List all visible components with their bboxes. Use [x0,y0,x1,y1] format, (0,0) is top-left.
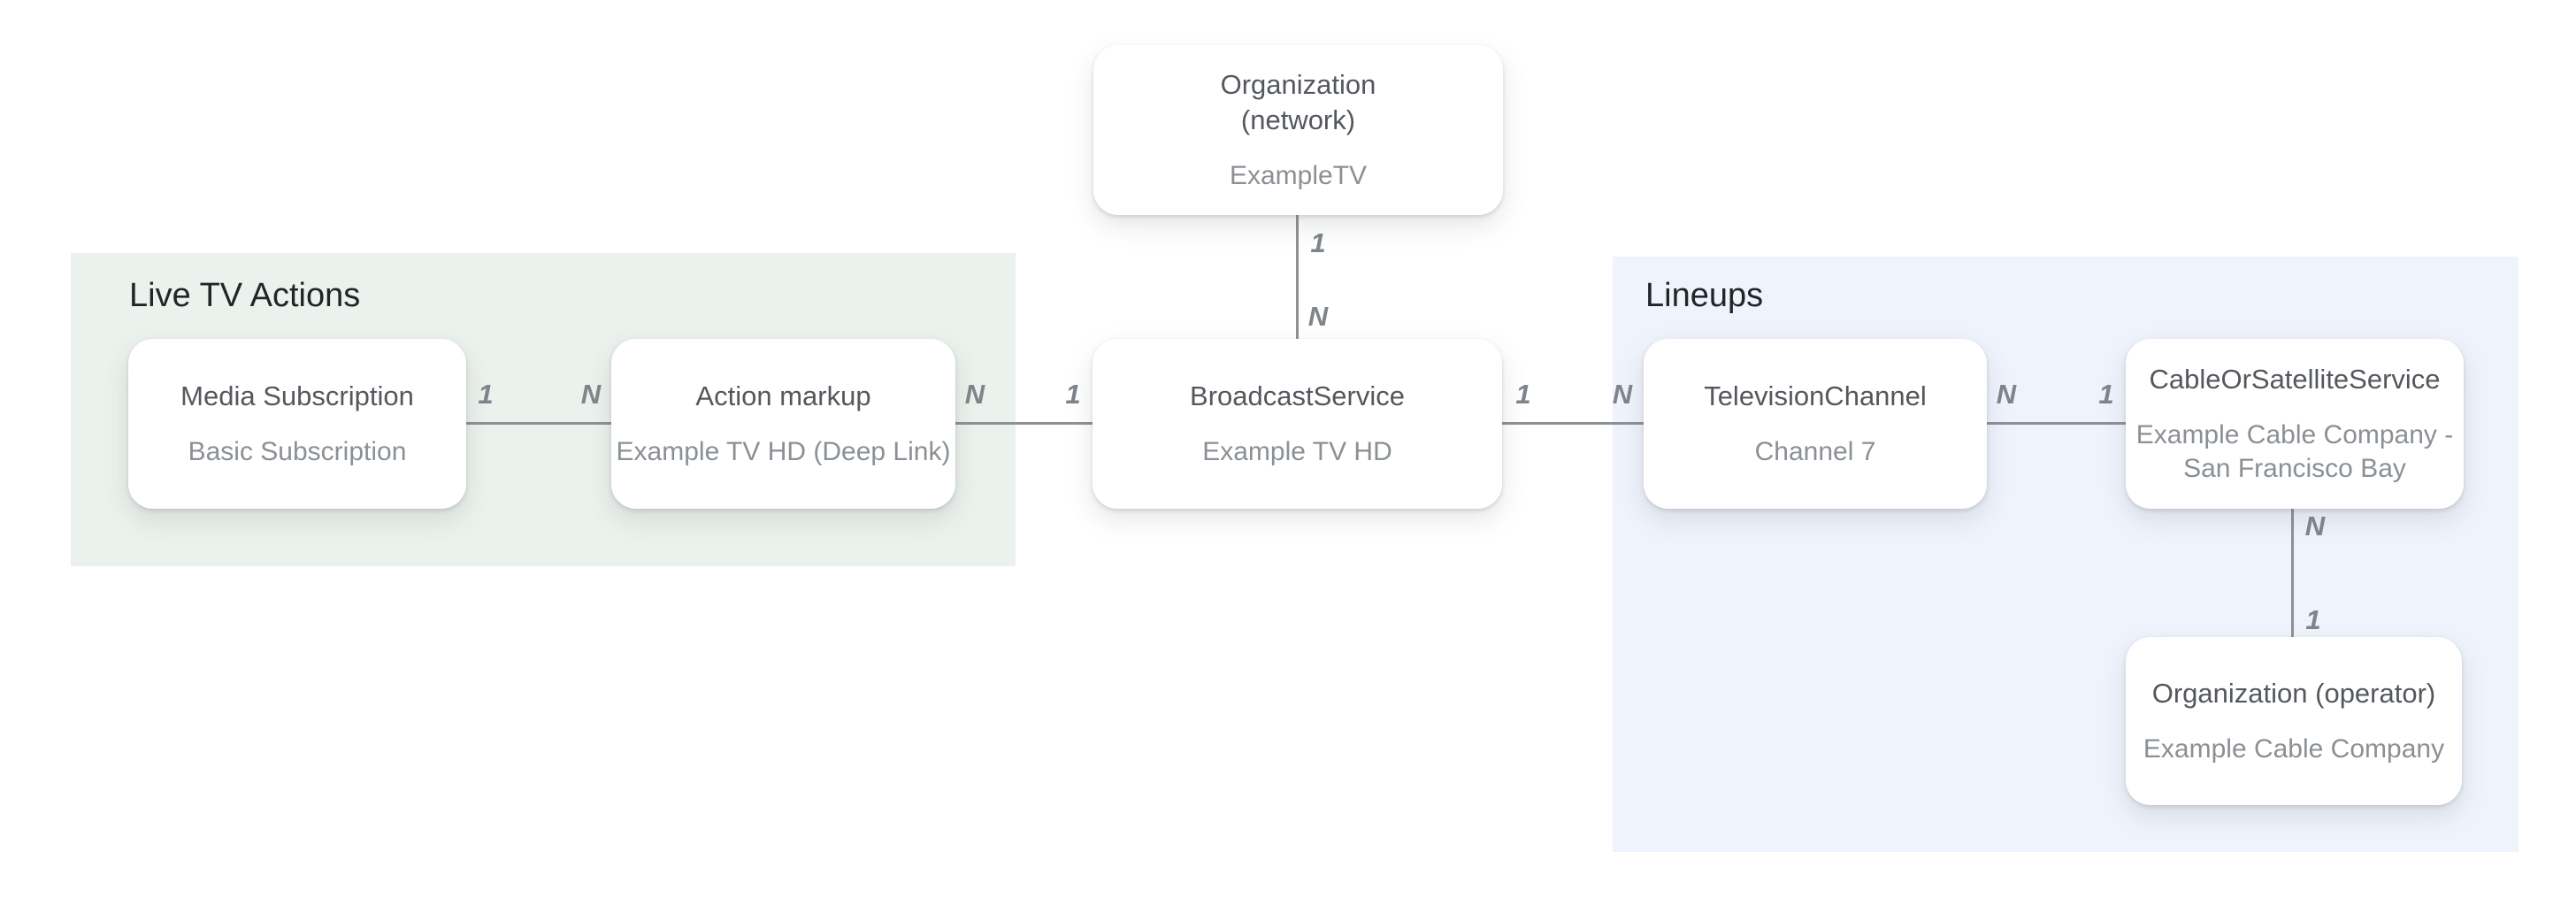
node-title: TelevisionChannel [1704,380,1927,411]
node-organization-operator: Organization (operator) Example Cable Co… [2126,637,2462,805]
node-subtitle: Basic Subscription [188,437,407,466]
connector-cable-to-operator [2291,509,2294,637]
node-title: Organization (network) [1220,69,1376,135]
connector-channel-to-cable [1987,422,2126,425]
node-cable-or-satellite-service: CableOrSatelliteService Example Cable Co… [2126,339,2464,509]
node-broadcast-service: BroadcastService Example TV HD [1092,339,1502,509]
cardinality-cable-end: 1 [2098,379,2114,410]
cardinality-media-end: 1 [478,379,494,410]
connector-network-to-broadcast [1296,215,1299,339]
node-organization-network: Organization (network) ExampleTV [1093,45,1503,215]
cardinality-action-side: N [964,379,985,410]
node-subtitle: Example TV HD [1202,437,1392,466]
node-subtitle: Channel 7 [1754,437,1876,466]
connector-action-to-broadcast [955,422,1092,425]
node-subtitle: ExampleTV [1229,161,1368,190]
cardinality-operator-end: 1 [2305,604,2321,635]
node-title: CableOrSatelliteService [2149,364,2441,395]
node-title: Action markup [695,380,871,411]
cardinality-network-end: 1 [1310,227,1326,258]
node-action-markup: Action markup Example TV HD (Deep Link) [611,339,955,509]
node-subtitle: Example Cable Company - San Francisco Ba… [2135,420,2454,483]
connector-broadcast-to-channel [1502,422,1644,425]
node-media-subscription: Media Subscription Basic Subscription [128,339,466,509]
cardinality-broadcast-side: 1 [1065,379,1081,410]
region-live-tv-actions-title: Live TV Actions [129,277,361,314]
node-television-channel: TelevisionChannel Channel 7 [1644,339,1987,509]
node-title: Media Subscription [180,380,414,411]
node-subtitle: Example Cable Company [2143,734,2445,764]
cardinality-broadcast-end: N [1307,301,1329,332]
cardinality-broadcast-out: 1 [1515,379,1531,410]
node-subtitle: Example TV HD (Deep Link) [616,437,951,466]
cardinality-channel-end: N [1612,379,1633,410]
cardinality-cable-out: N [2304,511,2326,541]
node-title: Organization (operator) [2151,678,2436,709]
region-lineups-title: Lineups [1645,277,1764,314]
node-title: BroadcastService [1190,380,1405,411]
cardinality-channel-out: N [1996,379,2017,410]
cardinality-action-end: N [580,379,602,410]
connector-media-to-action [466,422,611,425]
